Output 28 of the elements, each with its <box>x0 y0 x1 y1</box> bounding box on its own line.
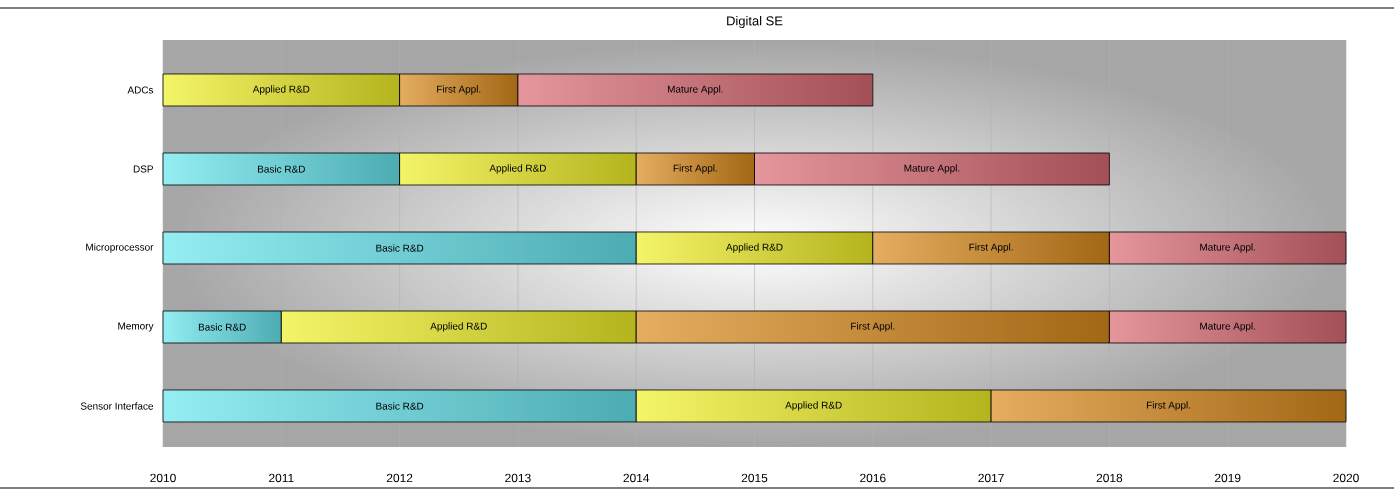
year-label: 2013 <box>505 473 531 483</box>
timeline-bar: Applied R&D <box>635 389 992 423</box>
timeline-bar: Mature Appl. <box>1109 231 1347 265</box>
timeline-bar: Basic R&D <box>162 389 637 423</box>
year-label: 2018 <box>1096 473 1123 483</box>
year-label: 2019 <box>1215 473 1241 483</box>
timeline-bar: Basic R&D <box>162 152 400 186</box>
row-label: ADCs <box>127 86 154 94</box>
year-label: 2010 <box>150 473 176 483</box>
year-label: 2016 <box>860 473 886 483</box>
timeline-bar: First Appl. <box>635 152 755 186</box>
row-label: DSP <box>133 165 153 173</box>
year-label: 2017 <box>978 473 1004 483</box>
chart-title: Digital SE <box>727 15 783 29</box>
year-label: 2014 <box>623 473 650 483</box>
year-label: 2011 <box>269 473 294 483</box>
timeline-bar: First Appl. <box>990 389 1347 423</box>
timeline-bar: First Appl. <box>399 73 519 107</box>
timeline-bar: Mature Appl. <box>1109 310 1347 344</box>
row-label: Memory <box>118 322 154 332</box>
row-label: Microprocessor <box>86 243 154 253</box>
row-label: Sensor Interface <box>80 402 154 410</box>
year-label: 2015 <box>741 473 768 483</box>
timeline-bar: Applied R&D <box>635 231 874 265</box>
timeline-bar: Basic R&D <box>162 310 282 344</box>
timeline-bar: First Appl. <box>872 231 1110 265</box>
year-label: 2012 <box>386 473 413 483</box>
year-label: 2020 <box>1333 473 1359 483</box>
